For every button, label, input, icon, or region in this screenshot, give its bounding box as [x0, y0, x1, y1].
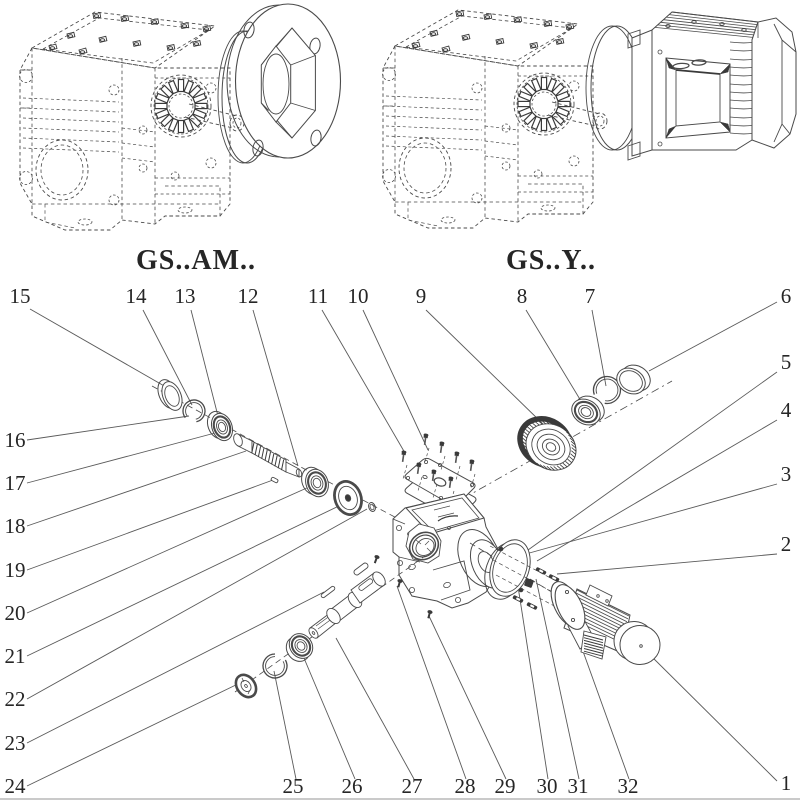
svg-text:19: 19 [5, 558, 26, 582]
svg-text:15: 15 [10, 284, 31, 308]
svg-text:10: 10 [348, 284, 369, 308]
svg-text:17: 17 [5, 471, 26, 495]
svg-text:14: 14 [126, 284, 148, 308]
svg-text:30: 30 [537, 774, 558, 798]
svg-text:28: 28 [455, 774, 476, 798]
svg-text:18: 18 [5, 514, 26, 538]
svg-text:GS..Y..: GS..Y.. [506, 245, 596, 276]
svg-text:29: 29 [495, 774, 516, 798]
svg-text:25: 25 [283, 774, 304, 798]
svg-text:2: 2 [781, 532, 792, 556]
svg-text:27: 27 [402, 774, 423, 798]
svg-text:5: 5 [781, 350, 792, 374]
svg-text:GS..AM..: GS..AM.. [136, 245, 256, 276]
svg-text:6: 6 [781, 284, 792, 308]
svg-text:22: 22 [5, 687, 26, 711]
svg-text:7: 7 [585, 284, 596, 308]
svg-text:31: 31 [568, 774, 589, 798]
svg-text:16: 16 [5, 428, 26, 452]
svg-text:26: 26 [342, 774, 363, 798]
svg-text:24: 24 [5, 774, 27, 798]
svg-text:3: 3 [781, 462, 792, 486]
svg-text:32: 32 [618, 774, 639, 798]
svg-text:13: 13 [175, 284, 196, 308]
svg-text:1: 1 [781, 771, 792, 795]
svg-text:9: 9 [416, 284, 427, 308]
svg-text:23: 23 [5, 731, 26, 755]
svg-text:4: 4 [781, 398, 792, 422]
svg-text:12: 12 [238, 284, 259, 308]
svg-text:21: 21 [5, 644, 26, 668]
svg-text:20: 20 [5, 601, 26, 625]
svg-text:11: 11 [308, 284, 328, 308]
svg-text:8: 8 [517, 284, 528, 308]
